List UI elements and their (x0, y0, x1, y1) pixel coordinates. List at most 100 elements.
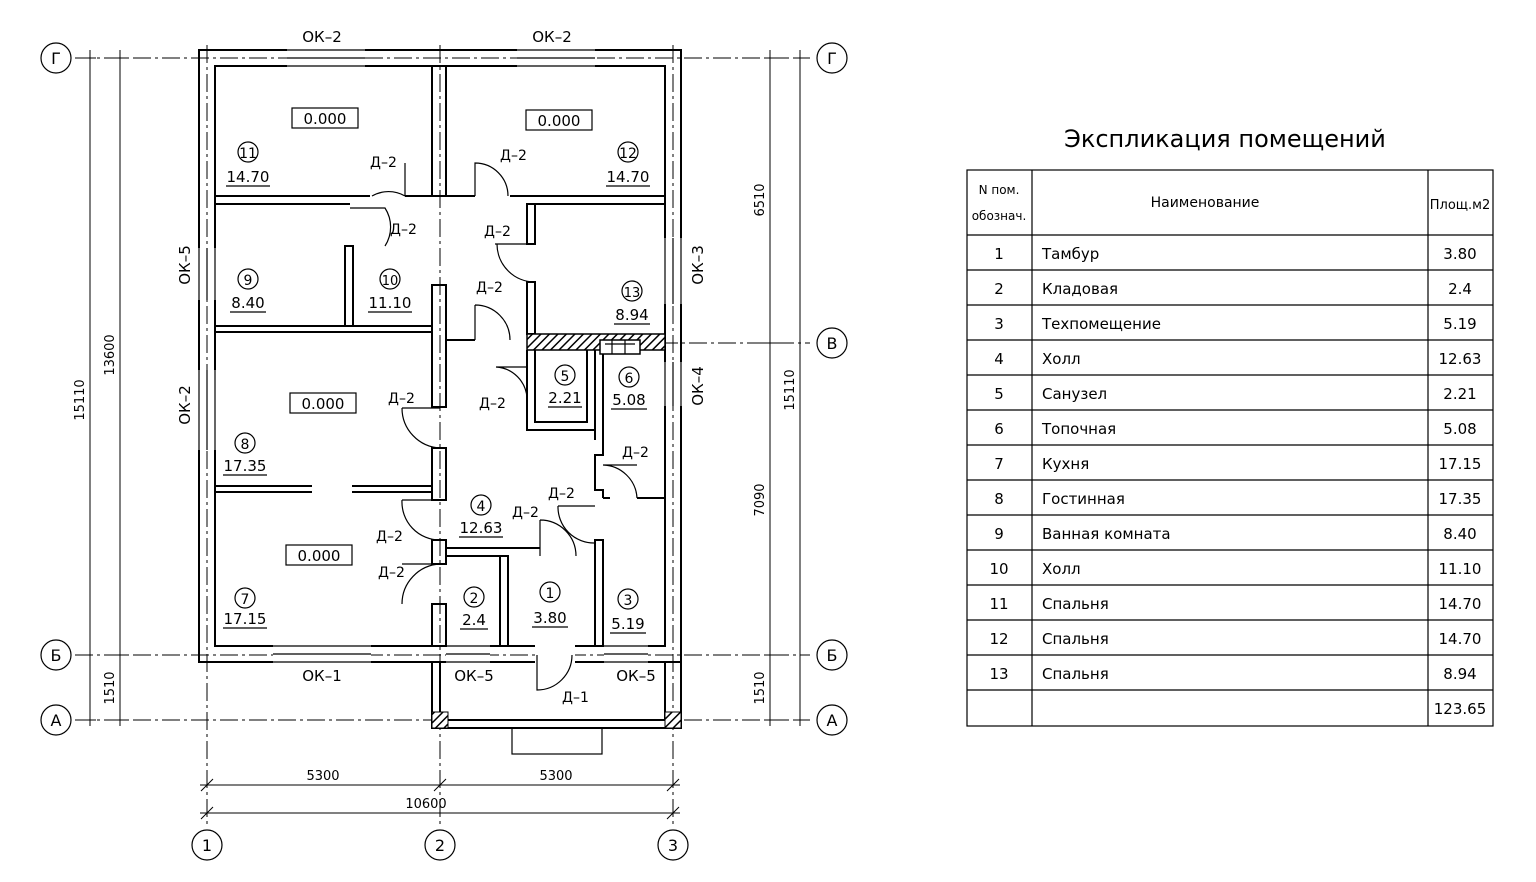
svg-text:11: 11 (239, 146, 257, 162)
svg-text:0.000: 0.000 (304, 110, 347, 128)
table-row: 4 Холл 12.63 (994, 350, 1481, 368)
svg-text:17.35: 17.35 (224, 457, 267, 475)
svg-text:ОК–2: ОК–2 (532, 28, 572, 46)
svg-text:Д–2: Д–2 (484, 224, 511, 240)
svg-text:Д–1: Д–1 (562, 690, 589, 706)
axis-bubble-3: 3 (657, 829, 689, 861)
svg-text:10: 10 (382, 274, 399, 289)
svg-text:14.70: 14.70 (607, 168, 650, 186)
cell-area: 12.63 (1439, 350, 1482, 368)
axis-bubble-2: 2 (424, 829, 456, 861)
svg-text:Г: Г (51, 49, 61, 68)
axis-bubble-a-right: А (816, 704, 848, 736)
header-name: Наименование (1151, 195, 1260, 211)
axis-bubble-b-left: Б (40, 639, 72, 671)
cell-num: 6 (994, 420, 1004, 438)
dimensions: 15110 13600 1510 6510 7090 1510 15110 53… (73, 50, 806, 820)
svg-text:1510: 1510 (753, 671, 768, 704)
header-num: N пом. (979, 183, 1020, 197)
cell-num: 8 (994, 490, 1004, 508)
cell-name: Спальня (1042, 595, 1109, 613)
room-7: 717.15 (223, 587, 267, 629)
svg-text:13: 13 (624, 286, 641, 301)
cell-name: Техпомещение (1041, 315, 1161, 333)
cell-area: 14.70 (1439, 595, 1482, 613)
svg-text:15110: 15110 (783, 369, 798, 410)
total-area: 123.65 (1434, 700, 1487, 718)
svg-text:Д–2: Д–2 (388, 391, 415, 407)
level-mark-7: 0.000 (285, 544, 353, 566)
cell-num: 5 (994, 385, 1004, 403)
cell-num: 10 (989, 560, 1008, 578)
axis-bubble-v-right: В (816, 327, 848, 359)
cell-num: 12 (989, 630, 1008, 648)
svg-text:ОК–1: ОК–1 (302, 667, 342, 685)
table-row: 11 Спальня 14.70 (989, 595, 1481, 613)
windows (197, 48, 683, 664)
svg-text:13600: 13600 (103, 334, 118, 375)
cell-num: 4 (994, 350, 1004, 368)
svg-text:12.63: 12.63 (460, 519, 503, 537)
cell-area: 2.4 (1448, 280, 1472, 298)
cell-name: Спальня (1042, 630, 1109, 648)
cell-name: Санузел (1042, 385, 1107, 403)
cell-name: Топочная (1041, 420, 1116, 438)
cell-area: 2.21 (1443, 385, 1476, 403)
svg-text:ОК–3: ОК–3 (689, 245, 707, 285)
svg-text:Г: Г (827, 49, 837, 68)
cell-num: 2 (994, 280, 1004, 298)
svg-text:1510: 1510 (103, 671, 118, 704)
cell-name: Холл (1042, 350, 1081, 368)
cell-area: 17.35 (1439, 490, 1482, 508)
room-9: 98.40 (230, 268, 266, 313)
svg-text:7090: 7090 (753, 483, 768, 516)
svg-text:0.000: 0.000 (302, 395, 345, 413)
room-13: 138.94 (614, 280, 650, 325)
cell-area: 5.08 (1443, 420, 1476, 438)
cell-area: 8.40 (1443, 525, 1476, 543)
svg-text:1: 1 (202, 836, 212, 855)
svg-text:5.19: 5.19 (611, 615, 644, 633)
cell-name: Гостинная (1042, 490, 1125, 508)
cell-name: Тамбур (1041, 245, 1099, 263)
svg-text:10600: 10600 (405, 797, 446, 812)
svg-text:6: 6 (625, 371, 634, 387)
cell-name: Кладовая (1042, 280, 1118, 298)
door-swings (350, 162, 638, 691)
room-4: 412.63 (459, 494, 503, 538)
cell-name: Спальня (1042, 665, 1109, 683)
svg-text:ОК–5: ОК–5 (616, 667, 656, 685)
svg-text:15110: 15110 (73, 379, 88, 420)
table-row: 5 Санузел 2.21 (994, 385, 1476, 403)
cell-num: 7 (994, 455, 1004, 473)
room-8: 817.35 (223, 432, 267, 476)
axis-bubble-b-right: Б (816, 639, 848, 671)
svg-text:2.21: 2.21 (548, 389, 581, 407)
level-mark-11: 0.000 (291, 107, 359, 129)
svg-text:Д–2: Д–2 (476, 280, 503, 296)
room-2: 22.4 (460, 586, 488, 630)
svg-text:В: В (827, 334, 838, 353)
svg-text:Б: Б (827, 646, 838, 665)
svg-text:Д–2: Д–2 (512, 505, 539, 521)
table-row: 2 Кладовая 2.4 (994, 280, 1472, 298)
cell-num: 11 (989, 595, 1008, 613)
svg-text:Д–2: Д–2 (500, 148, 527, 164)
svg-text:5.08: 5.08 (612, 391, 645, 409)
cell-name: Холл (1042, 560, 1081, 578)
cell-area: 3.80 (1443, 245, 1476, 263)
svg-text:Д–2: Д–2 (378, 565, 405, 581)
cell-area: 8.94 (1443, 665, 1476, 683)
svg-text:2: 2 (435, 836, 445, 855)
room-5: 52.21 (548, 364, 582, 408)
cell-name: Кухня (1042, 455, 1089, 473)
svg-text:17.15: 17.15 (224, 610, 267, 628)
svg-text:0.000: 0.000 (538, 112, 581, 130)
table-row: 6 Топочная 5.08 (994, 420, 1476, 438)
svg-text:ОК–5: ОК–5 (176, 245, 194, 285)
